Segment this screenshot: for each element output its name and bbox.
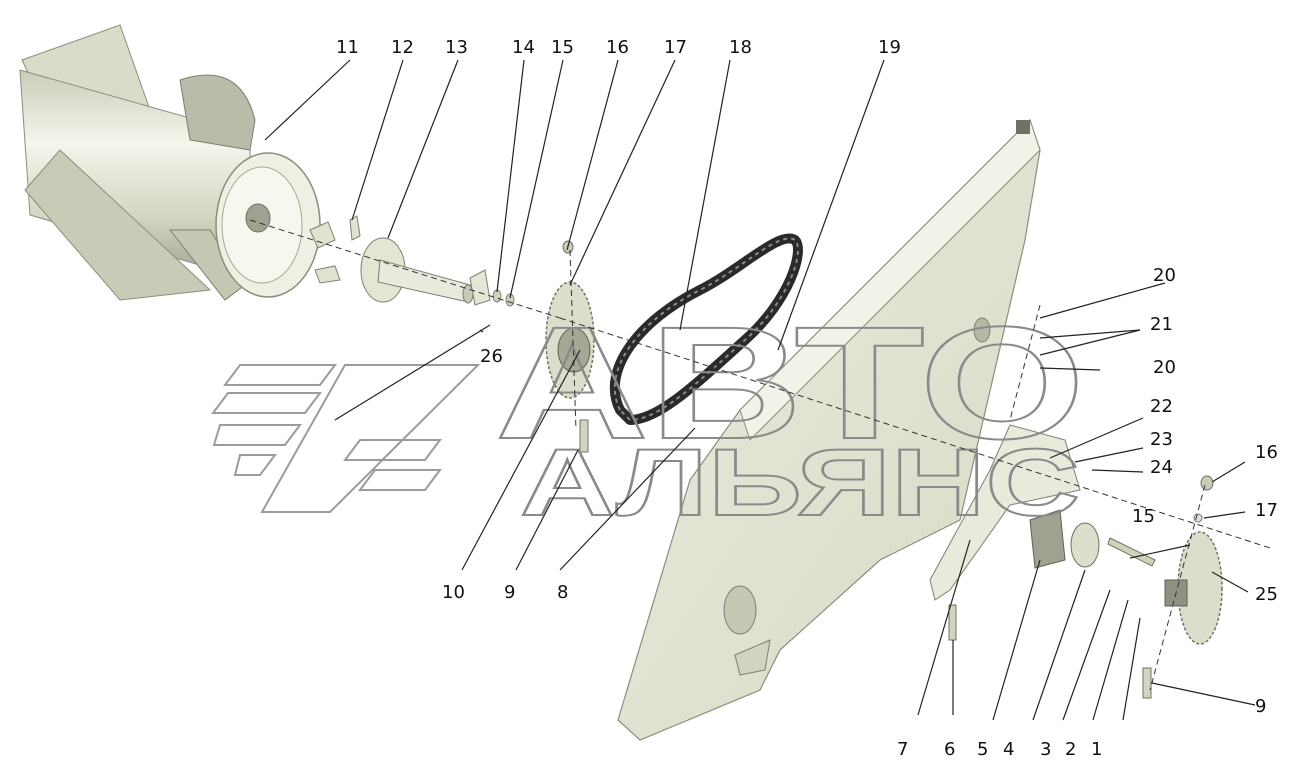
label-20-bottom: 20 [1153, 357, 1176, 378]
label-1: 1 [1091, 739, 1102, 760]
label-12: 12 [391, 37, 414, 58]
label-17-top: 17 [664, 37, 687, 58]
left-sprocket [545, 240, 595, 453]
label-14: 14 [512, 37, 535, 58]
label-17-right: 17 [1255, 500, 1278, 521]
label-25: 25 [1255, 584, 1278, 605]
shaft-flange [360, 237, 474, 304]
label-23: 23 [1150, 429, 1173, 450]
label-7: 7 [897, 739, 908, 760]
watermark-line2: АЛЬЯНС [520, 430, 1080, 536]
label-22: 22 [1150, 396, 1173, 417]
label-20-top: 20 [1153, 265, 1176, 286]
label-5: 5 [977, 739, 988, 760]
label-6: 6 [944, 739, 955, 760]
label-10: 10 [442, 582, 465, 603]
label-2: 2 [1065, 739, 1076, 760]
assembly-axes [249, 219, 1271, 691]
label-9-left: 9 [504, 582, 515, 603]
label-21: 21 [1150, 314, 1173, 335]
auger-drum [19, 24, 321, 301]
part-labels: 11 12 13 14 15 16 17 18 19 20 21 20 22 2… [336, 37, 1278, 760]
label-15-right: 15 [1132, 506, 1155, 527]
label-16-top: 16 [606, 37, 629, 58]
label-11: 11 [336, 37, 359, 58]
right-sprocket [1142, 475, 1223, 699]
label-9-right: 9 [1255, 696, 1266, 717]
label-3: 3 [1040, 739, 1051, 760]
label-4: 4 [1003, 739, 1014, 760]
label-13: 13 [445, 37, 468, 58]
watermark-logo [211, 364, 481, 513]
washers-26 [469, 269, 515, 307]
label-16-right: 16 [1255, 442, 1278, 463]
label-18: 18 [729, 37, 752, 58]
leader-lines [264, 59, 1256, 721]
label-19: 19 [878, 37, 901, 58]
label-26: 26 [480, 346, 503, 367]
label-8: 8 [557, 582, 568, 603]
label-24: 24 [1150, 457, 1173, 478]
watermark-line1: АВТО [495, 293, 1085, 472]
side-plate [617, 118, 1041, 741]
hub-parts [1029, 509, 1156, 569]
key-part [309, 215, 361, 284]
label-15-top: 15 [551, 37, 574, 58]
drive-chain [609, 233, 803, 425]
